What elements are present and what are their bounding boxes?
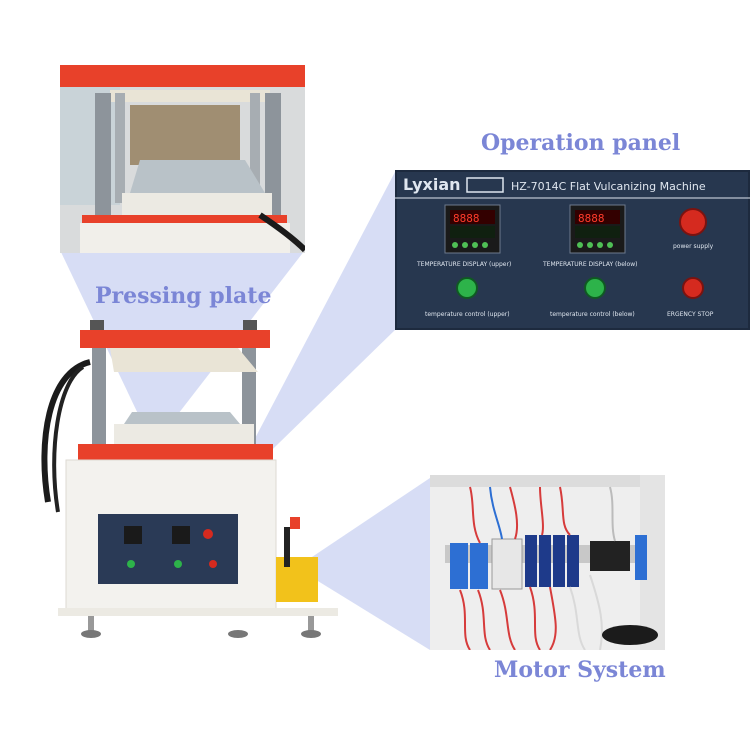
operation-panel-callout — [200, 172, 395, 520]
operation-panel-image: Lyxian HZ-7014C Flat Vulcanizing Machine… — [395, 170, 750, 330]
motor-system-photo — [430, 475, 665, 650]
pressing-plate-image — [60, 65, 305, 253]
power-label: power supply — [673, 243, 714, 250]
display-upper-label: TEMPERATURE DISPLAY (upper) — [416, 261, 511, 268]
motor-system-image — [430, 475, 665, 650]
pressing-plate-caption: Pressing plate — [95, 283, 272, 309]
panel-brand: Lyxian — [403, 175, 461, 194]
pressing-plate-photo — [60, 65, 305, 253]
operation-panel-caption: Operation panel — [481, 130, 681, 156]
display-upper-pv: 8888 — [453, 212, 480, 225]
control-upper-label: temperature control (upper) — [425, 311, 510, 318]
machine-photo — [28, 312, 348, 642]
motor-system-caption: Motor System — [494, 657, 666, 683]
emergency-label: ERGENCY STOP — [667, 311, 714, 318]
display-below-pv: 8888 — [578, 212, 605, 225]
operation-panel-photo: Lyxian HZ-7014C Flat Vulcanizing Machine… — [395, 170, 750, 330]
panel-model: HZ-7014C Flat Vulcanizing Machine — [511, 180, 706, 193]
display-below-label: TEMPERATURE DISPLAY (below) — [542, 261, 637, 268]
motor-system-callout — [300, 478, 430, 650]
control-below-label: temperature control (below) — [550, 311, 635, 318]
vulcanizing-machine-image — [41, 320, 338, 638]
